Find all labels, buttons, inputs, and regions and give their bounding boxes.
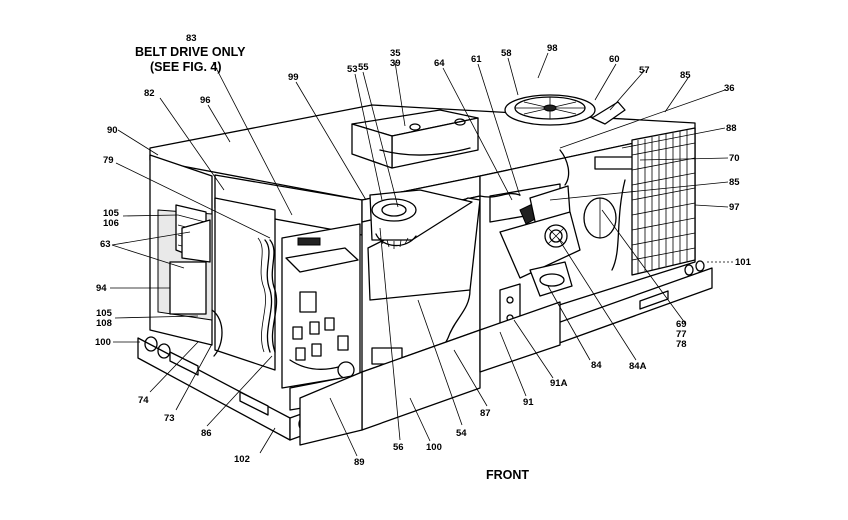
front-label: FRONT [486,468,529,482]
callout-85-right: 85 [729,177,740,188]
leader-lines [110,52,733,457]
outdoor-section [479,127,696,373]
callout-94: 94 [96,283,107,294]
callout-100-bottom: 100 [426,442,442,453]
callout-98: 98 [547,43,558,54]
callout-53: 53 [347,64,358,75]
callout-58: 58 [501,48,512,59]
callout-55: 55 [358,62,369,73]
top-hood [351,109,479,169]
notes: 83 BELT DRIVE ONLY (SEE FIG. 4) FRONT [135,33,529,482]
condenser-fan [504,94,626,126]
callout-89: 89 [354,457,365,468]
blower-section [299,189,481,446]
callout-102: 102 [234,454,250,465]
callout-61: 61 [471,54,482,65]
callout-88: 88 [726,123,737,134]
callout-85-top: 85 [680,70,691,81]
callout-54: 54 [456,428,467,439]
see-figure-note: (SEE FIG. 4) [150,60,222,74]
callout-82: 82 [144,88,155,99]
callout-90: 90 [107,125,118,136]
callout-56: 56 [393,442,404,453]
control-section [211,197,363,411]
callout-60: 60 [609,54,620,65]
callout-97: 97 [729,202,740,213]
callout-100-left: 100 [95,337,111,348]
callout-91: 91 [523,397,534,408]
callout-70: 70 [729,153,740,164]
callout-57: 57 [639,65,650,76]
callout-73: 73 [164,413,175,424]
callout-84: 84 [591,360,602,371]
callout-74: 74 [138,395,149,406]
callout-64: 64 [434,58,445,69]
callout-36: 36 [724,83,735,94]
callout-91a: 91A [550,378,568,389]
callout-79: 79 [103,155,114,166]
belt-drive-ref: 83 [186,33,197,44]
callout-84a: 84A [629,361,647,372]
callout-101: 101 [735,257,752,268]
belt-drive-note: BELT DRIVE ONLY [135,45,246,59]
callout-63: 63 [100,239,111,250]
callout-87: 87 [480,408,491,419]
callout-99: 99 [288,72,299,83]
callout-96: 96 [200,95,211,106]
callout-86: 86 [201,428,212,439]
